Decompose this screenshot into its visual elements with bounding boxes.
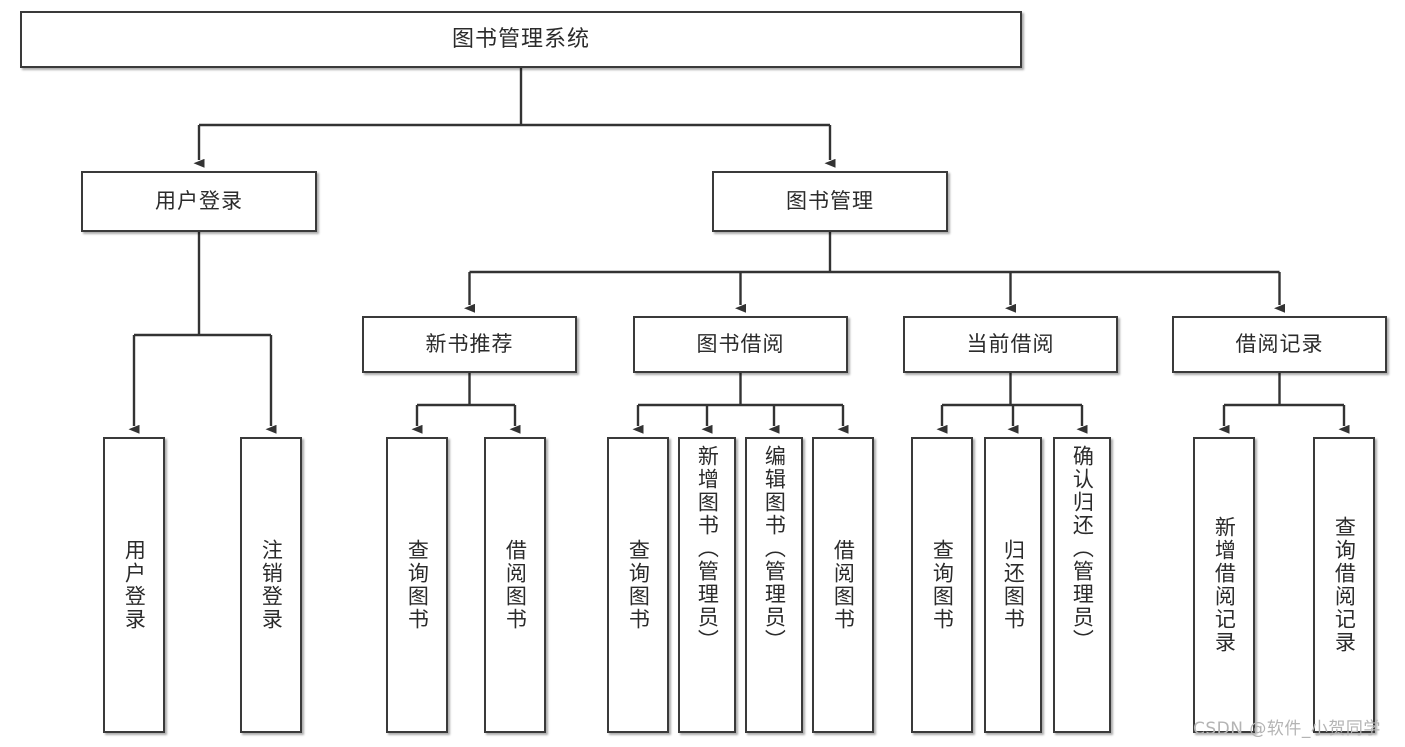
node-l_login[interactable]: 用户登录 — [103, 437, 165, 733]
node-label: 编辑图书（管理员） — [762, 445, 787, 652]
node-label: 查询图书 — [930, 539, 955, 631]
node-current[interactable]: 当前借阅 — [903, 316, 1118, 373]
node-label: 图书管理系统 — [451, 26, 590, 52]
node-l_cu_confirm[interactable]: 确认归还（管理员） — [1053, 437, 1111, 733]
node-l_bo_borrow[interactable]: 借阅图书 — [812, 437, 874, 733]
node-l_logout[interactable]: 注销登录 — [240, 437, 302, 733]
node-l_bo_add[interactable]: 新增图书（管理员） — [678, 437, 736, 733]
node-label: 归还图书 — [1001, 539, 1026, 631]
node-label: 用户登录 — [155, 189, 243, 214]
node-label: 新增借阅记录 — [1212, 516, 1237, 654]
node-l_cu_query[interactable]: 查询图书 — [911, 437, 973, 733]
node-label: 新书推荐 — [425, 332, 514, 357]
node-label: 借阅记录 — [1235, 332, 1324, 357]
node-label: 确认归还（管理员） — [1070, 445, 1095, 652]
node-label: 当前借阅 — [966, 332, 1055, 357]
node-bookmgmt[interactable]: 图书管理 — [712, 171, 948, 232]
node-root[interactable]: 图书管理系统 — [20, 11, 1022, 68]
node-newbook[interactable]: 新书推荐 — [362, 316, 577, 373]
node-label: 查询图书 — [626, 539, 651, 631]
csdn-watermark: CSDN @软件_小贺同学 — [1193, 719, 1381, 739]
node-records[interactable]: 借阅记录 — [1172, 316, 1387, 373]
node-label: 新增图书（管理员） — [695, 445, 720, 652]
node-l_re_query[interactable]: 查询借阅记录 — [1313, 437, 1375, 733]
node-label: 查询借阅记录 — [1332, 516, 1357, 654]
node-label: 图书借阅 — [696, 332, 785, 357]
node-l_re_add[interactable]: 新增借阅记录 — [1193, 437, 1255, 733]
node-label: 图书管理 — [786, 189, 874, 214]
node-l_cu_return[interactable]: 归还图书 — [984, 437, 1042, 733]
node-l_bo_edit[interactable]: 编辑图书（管理员） — [745, 437, 803, 733]
node-label: 查询图书 — [405, 539, 430, 631]
node-label: 借阅图书 — [831, 539, 856, 631]
node-login[interactable]: 用户登录 — [81, 171, 317, 232]
node-l_nb_query[interactable]: 查询图书 — [386, 437, 448, 733]
node-borrow[interactable]: 图书借阅 — [633, 316, 848, 373]
node-l_bo_query[interactable]: 查询图书 — [607, 437, 669, 733]
node-l_nb_borrow[interactable]: 借阅图书 — [484, 437, 546, 733]
node-label: 注销登录 — [259, 539, 284, 631]
node-label: 用户登录 — [122, 539, 147, 631]
node-label: 借阅图书 — [503, 539, 528, 631]
